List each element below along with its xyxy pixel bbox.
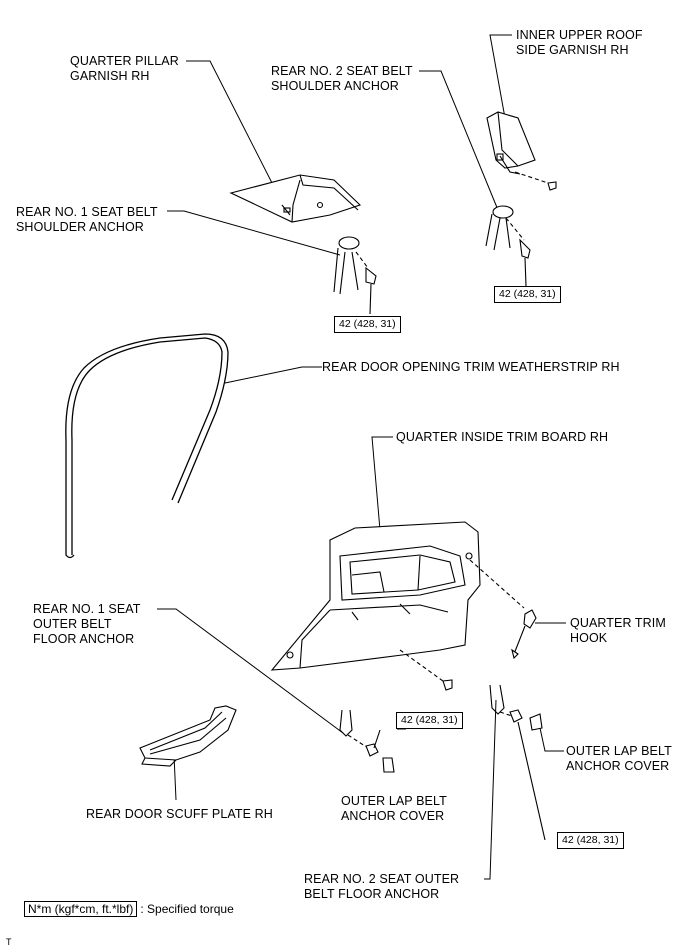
label-rear-no2-shoulder-anchor: REAR NO. 2 SEAT BELT SHOULDER ANCHOR xyxy=(271,64,413,94)
label-line: OUTER BELT xyxy=(33,617,112,631)
label-inner-upper-roof-garnish: INNER UPPER ROOF SIDE GARNISH RH xyxy=(516,28,643,58)
label-line: GARNISH RH xyxy=(70,69,150,83)
rear-no1-floor-anchor-part xyxy=(339,709,395,773)
label-rear-no1-outer-floor-anchor: REAR NO. 1 SEAT OUTER BELT FLOOR ANCHOR xyxy=(33,602,141,647)
legend-unit-box: N*m (kgf*cm, ft.*lbf) xyxy=(24,901,138,917)
leader-lines xyxy=(157,34,566,880)
label-line: QUARTER INSIDE TRIM BOARD RH xyxy=(396,430,609,444)
label-line: REAR NO. 2 SEAT BELT xyxy=(271,64,413,78)
label-rear-no1-shoulder-anchor: REAR NO. 1 SEAT BELT SHOULDER ANCHOR xyxy=(16,205,158,235)
torque-spec-no1-shoulder: 42 (428, 31) xyxy=(334,316,401,333)
torque-spec-no2-shoulder: 42 (428, 31) xyxy=(494,286,561,303)
label-line: QUARTER PILLAR xyxy=(70,54,179,68)
label-line: SHOULDER ANCHOR xyxy=(16,220,144,234)
label-outer-lap-cover-center: OUTER LAP BELT ANCHOR COVER xyxy=(341,794,447,824)
label-rear-no2-outer-floor-anchor: REAR NO. 2 SEAT OUTER BELT FLOOR ANCHOR xyxy=(304,872,459,902)
label-door-opening-weatherstrip: REAR DOOR OPENING TRIM WEATHERSTRIP RH xyxy=(322,360,620,375)
legend-text: : Specified torque xyxy=(140,902,234,916)
label-line: FLOOR ANCHOR xyxy=(33,632,135,646)
label-outer-lap-cover-right: OUTER LAP BELT ANCHOR COVER xyxy=(566,744,672,774)
label-line: OUTER LAP BELT xyxy=(566,744,672,758)
rear-no2-shoulder-anchor-part xyxy=(485,205,531,287)
label-line: OUTER LAP BELT xyxy=(341,794,447,808)
label-line: ANCHOR COVER xyxy=(341,809,445,823)
label-quarter-inside-trim-board: QUARTER INSIDE TRIM BOARD RH xyxy=(396,430,608,445)
weatherstrip-part xyxy=(65,333,229,559)
torque-legend: N*m (kgf*cm, ft.*lbf): Specified torque xyxy=(24,901,234,917)
label-line: REAR DOOR OPENING TRIM WEATHERSTRIP RH xyxy=(322,360,620,374)
quarter-pillar-garnish-part xyxy=(229,174,362,223)
label-line: REAR NO. 1 SEAT BELT xyxy=(16,205,158,219)
label-quarter-trim-hook: QUARTER TRIM HOOK xyxy=(570,616,666,646)
rear-no2-floor-anchor-part xyxy=(489,684,546,841)
torque-spec-no2-floor: 42 (428, 31) xyxy=(557,832,624,849)
label-line: SHOULDER ANCHOR xyxy=(271,79,399,93)
inner-upper-roof-garnish-part xyxy=(486,111,557,191)
label-quarter-pillar-garnish: QUARTER PILLAR GARNISH RH xyxy=(70,54,179,84)
label-line: BELT FLOOR ANCHOR xyxy=(304,887,440,901)
figure-code: T xyxy=(6,937,12,947)
label-line: SIDE GARNISH RH xyxy=(516,43,629,57)
rear-door-scuff-plate-part xyxy=(139,705,237,767)
label-rear-door-scuff-plate: REAR DOOR SCUFF PLATE RH xyxy=(86,807,273,822)
quarter-inside-trim-board-part xyxy=(270,521,525,691)
quarter-trim-hook-part xyxy=(511,609,537,660)
label-line: REAR NO. 1 SEAT xyxy=(33,602,141,616)
label-line: INNER UPPER ROOF xyxy=(516,28,643,42)
label-line: REAR DOOR SCUFF PLATE RH xyxy=(86,807,273,821)
rear-no1-shoulder-anchor-part xyxy=(333,236,377,315)
label-line: QUARTER TRIM xyxy=(570,616,666,630)
torque-spec-no1-floor: 42 (428, 31) xyxy=(396,712,463,729)
label-line: HOOK xyxy=(570,631,608,645)
label-line: ANCHOR COVER xyxy=(566,759,670,773)
label-line: REAR NO. 2 SEAT OUTER xyxy=(304,872,460,886)
